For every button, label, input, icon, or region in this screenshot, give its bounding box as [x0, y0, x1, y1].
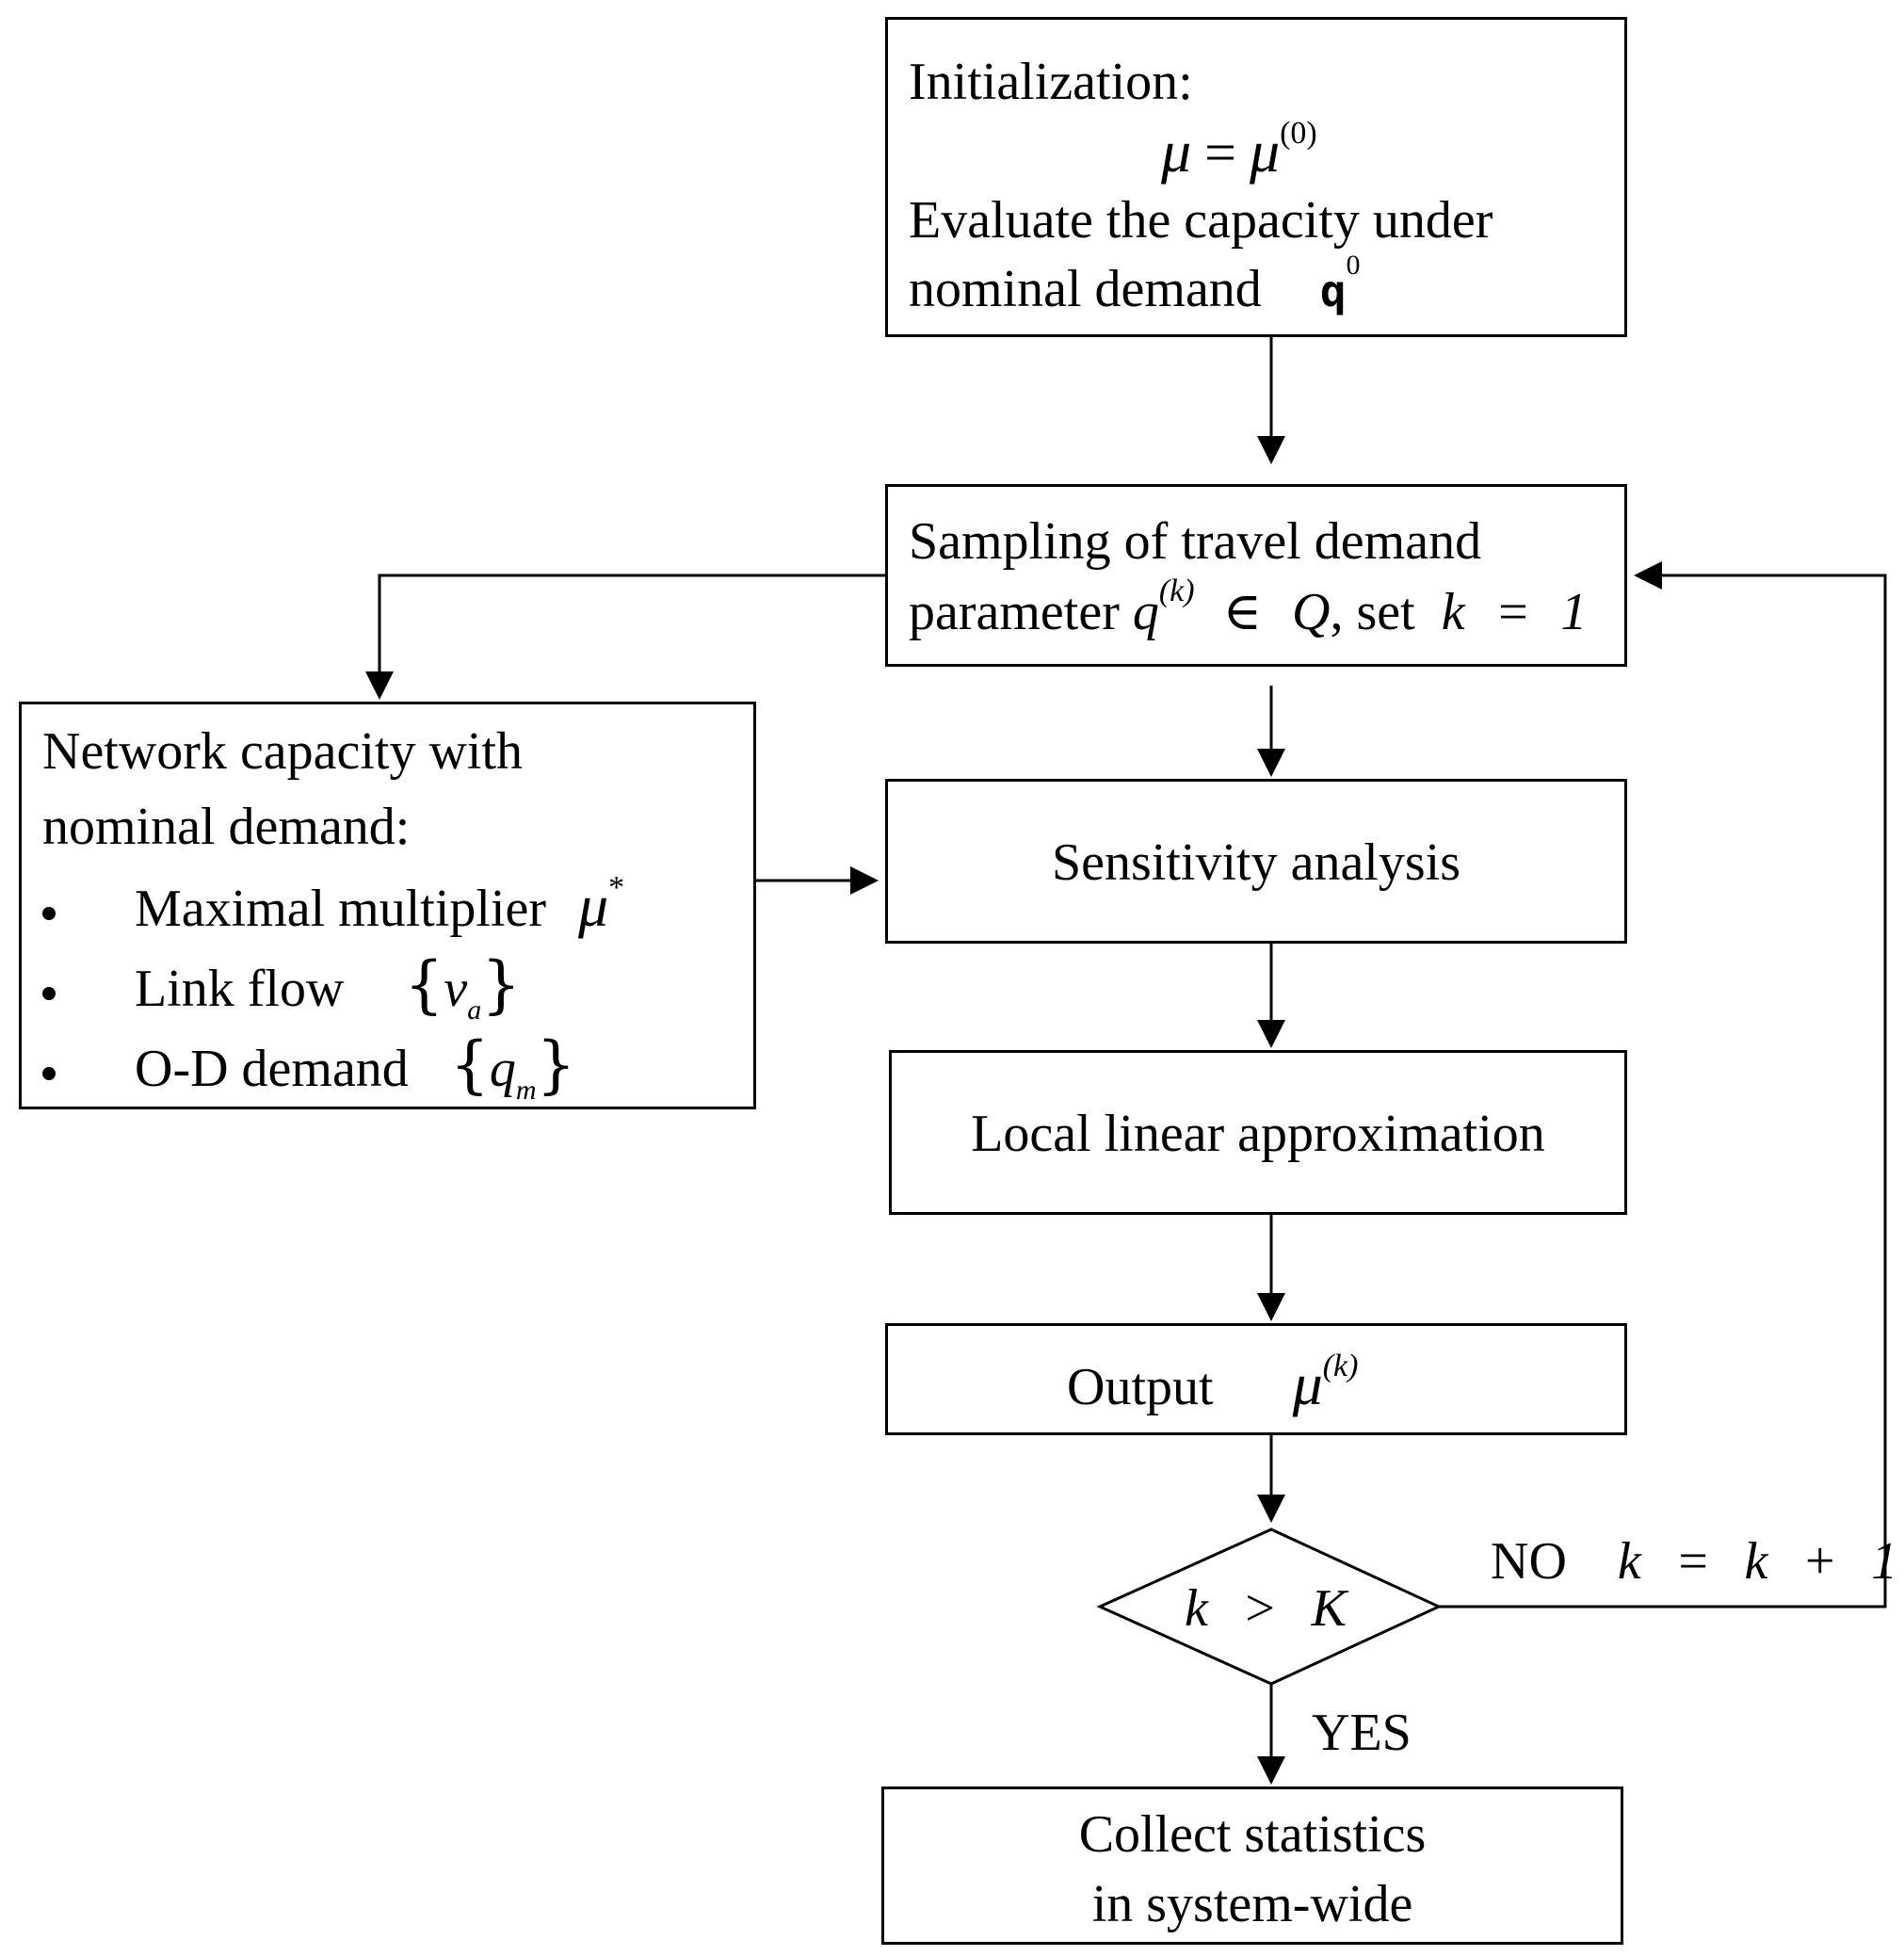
arrow-sampling-to-network	[365, 574, 885, 700]
arrow-no-loop	[1439, 561, 1887, 1608]
bullet-icon	[42, 907, 56, 921]
collect-statistics-box: Collect statistics in system-wide	[881, 1786, 1623, 1945]
init-line3: nominal demand q0	[909, 250, 1361, 318]
collect-line1: Collect statistics	[1078, 1805, 1427, 1864]
decision-label: k > K	[1185, 1579, 1347, 1638]
no-branch-label: NO k = k + 1	[1491, 1532, 1898, 1591]
decision-diamond	[1096, 1528, 1443, 1686]
bullet-icon	[42, 987, 56, 1001]
init-equation: μ = μ(0)	[1161, 116, 1317, 185]
network-line1: Network capacity with	[42, 722, 524, 781]
yes-branch-label: YES	[1312, 1704, 1412, 1762]
network-item-linkflow: Link flow {va}	[42, 954, 521, 1025]
network-item-multiplier: Maximal multiplier μ*	[42, 872, 624, 936]
bullet-icon	[42, 1067, 56, 1081]
init-title: Initialization:	[909, 53, 1193, 111]
init-line2: Evaluate the capacity under	[909, 191, 1493, 250]
sensitivity-label: Sensitivity analysis	[1052, 833, 1460, 892]
output-label: Output μ(k)	[1067, 1349, 1359, 1417]
network-item-od: O-D demand {qm}	[42, 1034, 575, 1105]
sensitivity-analysis-box: Sensitivity analysis	[885, 779, 1627, 944]
sampling-line1: Sampling of travel demand	[909, 512, 1482, 571]
initialization-box: Initialization: μ = μ(0) Evaluate the ca…	[885, 17, 1627, 337]
network-line2: nominal demand:	[42, 798, 411, 856]
local-label: Local linear approximation	[971, 1105, 1545, 1163]
sampling-line2: parameter q(k) ∈ Q, set k = 1	[909, 574, 1588, 641]
local-linear-approximation-box: Local linear approximation	[889, 1050, 1627, 1215]
collect-line2: in system-wide	[1091, 1875, 1413, 1933]
output-box: Output μ(k)	[885, 1323, 1627, 1435]
sampling-box: Sampling of travel demand parameter q(k)…	[885, 484, 1627, 667]
network-capacity-box: Network capacity with nominal demand: Ma…	[19, 702, 756, 1109]
